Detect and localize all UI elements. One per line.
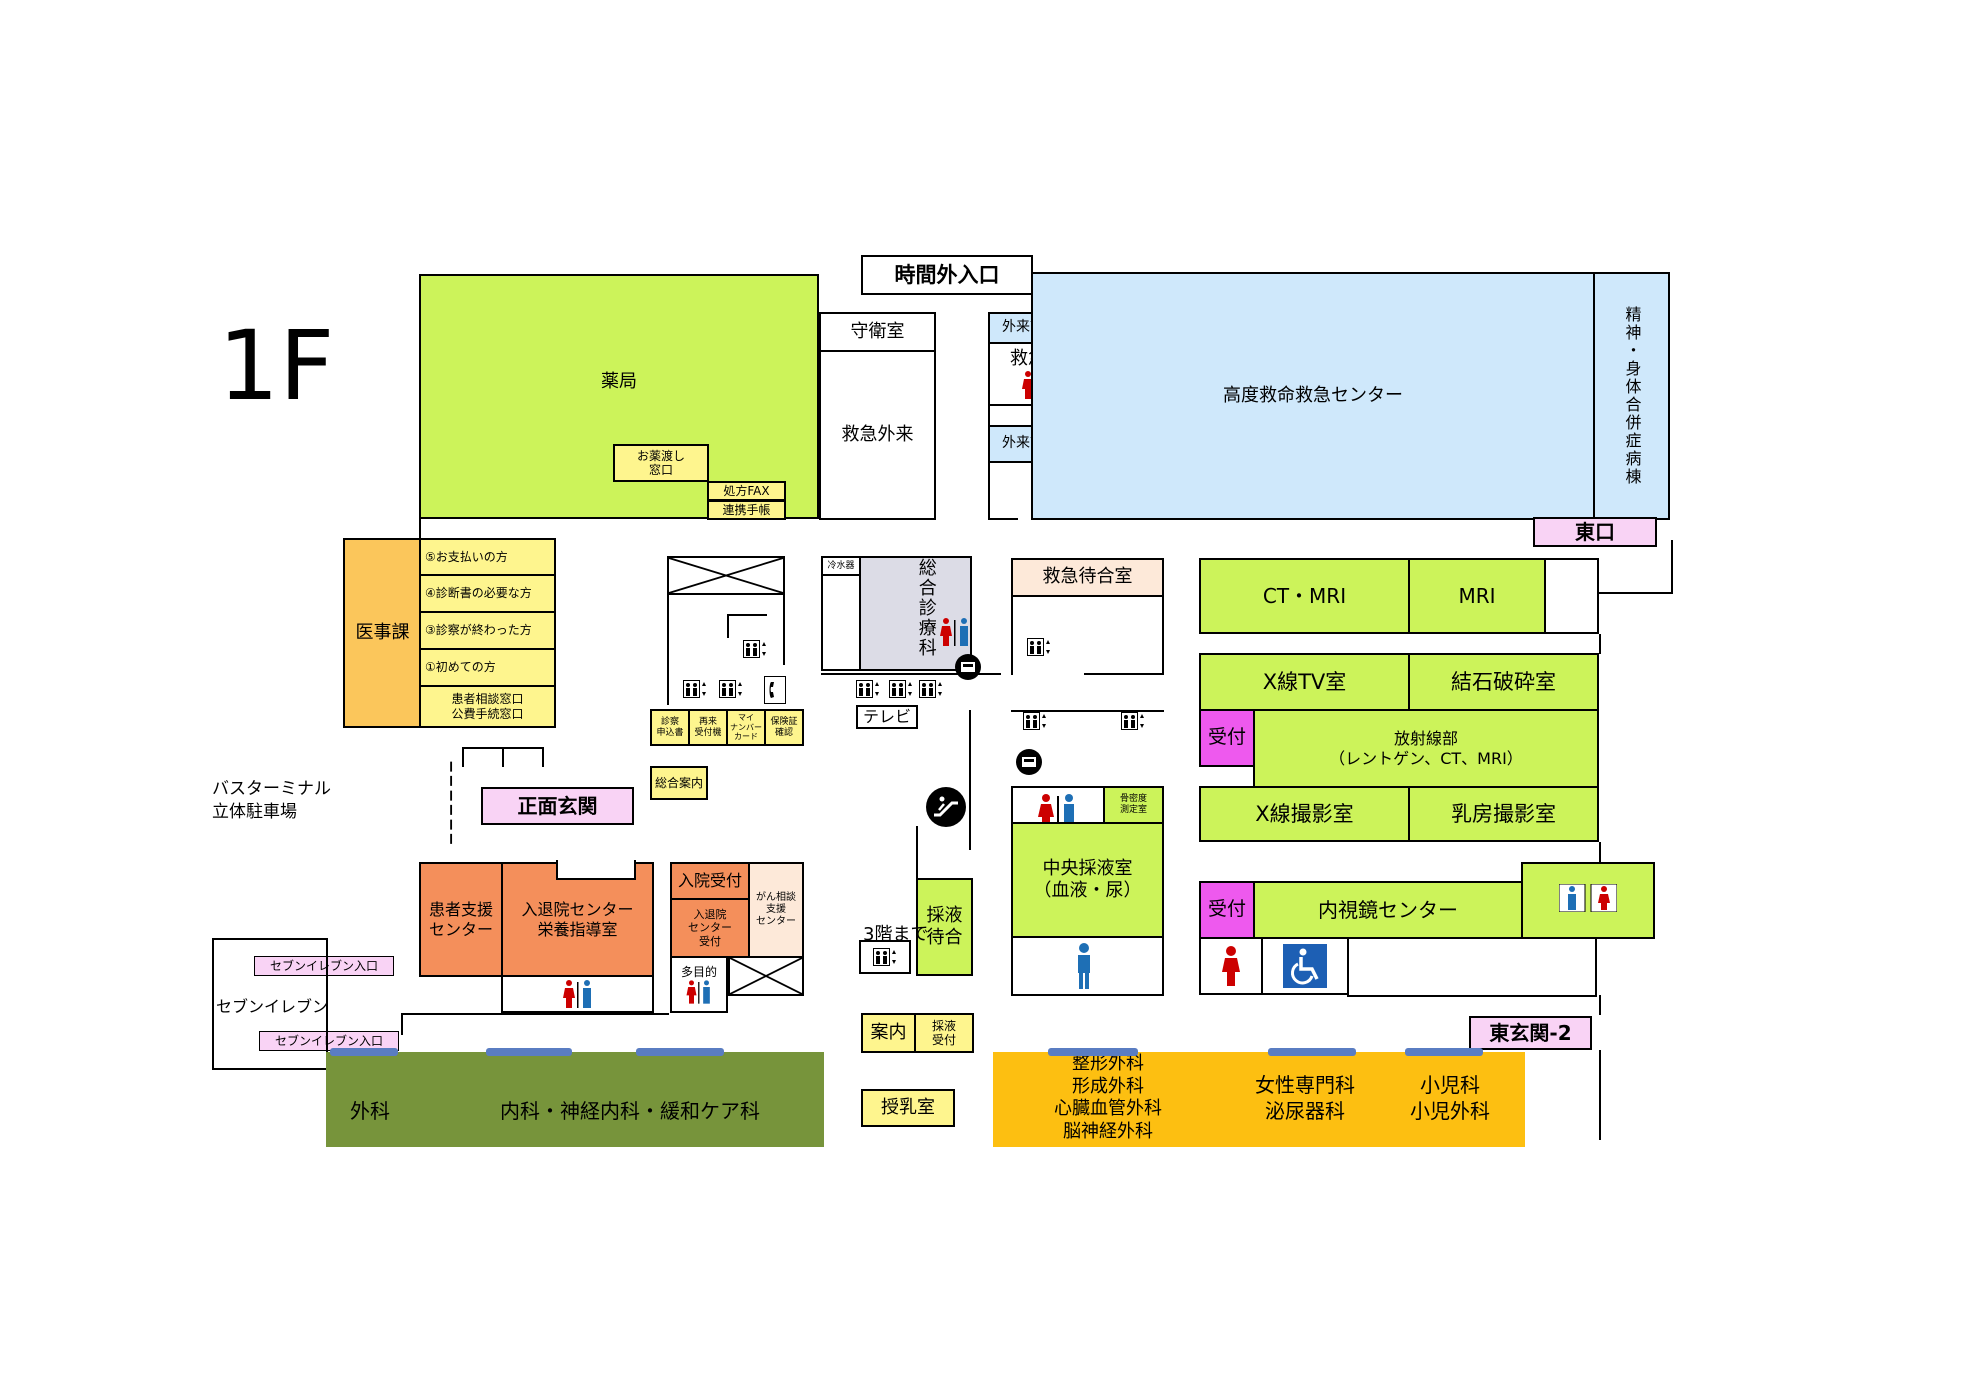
kiosk-4[interactable]: 保険証 確認 <box>764 709 804 746</box>
general-medicine[interactable]: 総合診療科 <box>859 556 972 671</box>
east-entrance[interactable]: 東口 <box>1533 517 1657 547</box>
psych-ward[interactable]: 精神・身体合併症病棟 <box>1593 272 1670 520</box>
elevator-icon <box>873 948 897 966</box>
restroom-admission <box>501 975 654 1013</box>
elevator-icon <box>743 640 767 658</box>
seven-eleven-entrance-1[interactable]: セブンイレブン入口 <box>254 956 394 976</box>
east-entrance-2[interactable]: 東玄関-2 <box>1469 1016 1592 1050</box>
rx-fax: 処方FAX <box>707 481 786 501</box>
medical-affairs[interactable]: 医事課 <box>343 538 422 728</box>
security-room[interactable]: 守衛室 <box>819 312 936 352</box>
nursing-room[interactable]: 授乳室 <box>861 1089 955 1127</box>
female-icon <box>1221 946 1241 986</box>
er-outpatient[interactable]: 救急外来 <box>819 350 936 520</box>
elevator-icon <box>889 680 913 698</box>
kiosk-2[interactable]: 再来 受付機 <box>688 709 728 746</box>
restroom-icon <box>937 618 973 646</box>
mammography-room[interactable]: 乳房撮影室 <box>1408 786 1599 842</box>
women-urology[interactable]: 女性専門科 泌尿器科 <box>1255 1073 1355 1123</box>
floor-label: 1F <box>218 310 335 422</box>
patient-support-center[interactable]: 患者支援 センター <box>419 862 503 977</box>
endoscopy-reception[interactable]: 受付 <box>1199 881 1255 939</box>
guide-desk[interactable]: 案内 <box>861 1013 916 1053</box>
stairwell-1 <box>667 556 785 595</box>
bus-terminal-parking: バスターミナル 立体駐車場 <box>212 779 331 822</box>
internal-medicine-dept[interactable]: 内科・神経内科・緩和ケア科 <box>500 1099 760 1123</box>
collection-reception[interactable]: 採液 受付 <box>914 1013 974 1053</box>
after-hours-entrance[interactable]: 時間外入口 <box>861 255 1033 295</box>
multipurpose-restroom: 多目的 <box>670 956 728 1013</box>
tv-area: テレビ <box>856 705 918 729</box>
advanced-emergency-center[interactable]: 高度救命救急センター <box>1031 272 1595 520</box>
collection-waiting[interactable]: 採液 待合 <box>916 878 973 976</box>
accessible-restroom <box>1261 937 1349 995</box>
admission-center-reception[interactable]: 入退院 センター 受付 <box>670 898 750 958</box>
ct-mri-room[interactable]: CT・MRI <box>1199 558 1410 634</box>
elevator-icon <box>919 680 943 698</box>
elevator-icon <box>719 680 743 698</box>
elevator-icon <box>1023 712 1047 730</box>
bottom-strip-left <box>326 1052 824 1147</box>
admission-notch <box>556 860 636 880</box>
xray-tv-room[interactable]: X線TV室 <box>1199 653 1410 711</box>
door-bar <box>636 1048 724 1056</box>
elevator-icon <box>683 680 707 698</box>
medicine-window[interactable]: お薬渡し 窓口 <box>613 444 709 482</box>
blood-collection[interactable]: 中央採液室 （血液・尿） <box>1011 822 1164 938</box>
er-waiting[interactable]: 救急待合室 <box>1011 558 1164 597</box>
seven-eleven-label: セブンイレブン <box>216 997 329 1016</box>
phone-icon <box>764 676 786 704</box>
desk-1[interactable]: ①初めての方 <box>419 648 556 687</box>
door-bar <box>1268 1048 1356 1056</box>
desk-5[interactable]: ⑤お支払いの方 <box>419 538 556 576</box>
xray-room[interactable]: X線撮影室 <box>1199 786 1410 842</box>
restroom-icon <box>560 980 596 1008</box>
door-bar <box>1405 1048 1483 1056</box>
admission-reception[interactable]: 入院受付 <box>670 862 750 900</box>
desk-4[interactable]: ④診断書の必要な方 <box>419 574 556 613</box>
elevator-icon <box>856 680 880 698</box>
restroom-icon <box>1559 884 1617 912</box>
lithotripsy-room[interactable]: 結石破砕室 <box>1408 653 1599 711</box>
elevator-to-3f <box>859 940 911 974</box>
to-3f-label: 3階まで <box>863 924 929 945</box>
stairwell-2 <box>728 956 804 996</box>
door-bar <box>1048 1048 1138 1056</box>
atm-icon <box>1015 748 1043 776</box>
door-bar <box>330 1048 398 1056</box>
door-arcs: ╎╎╎ <box>444 760 459 846</box>
admission-center[interactable]: 入退院センター 栄養指導室 <box>501 862 654 977</box>
wheelchair-icon <box>1283 944 1327 988</box>
bottom-strip-right <box>993 1052 1525 1147</box>
escalator-icon[interactable] <box>925 786 967 828</box>
atm-icon <box>954 653 982 681</box>
mri-room[interactable]: MRI <box>1408 558 1546 634</box>
radiology-reception[interactable]: 受付 <box>1199 709 1255 767</box>
seven-eleven-entrance-2[interactable]: セブンイレブン入口 <box>259 1031 399 1051</box>
orthopedics-group[interactable]: 整形外科 形成外科 心臓血管外科 脳神経外科 <box>1054 1053 1162 1142</box>
bone-density-room[interactable]: 骨密度 測定室 <box>1103 786 1164 824</box>
east-corridor-box <box>1544 558 1599 634</box>
endoscopy-center[interactable]: 内視鏡センター <box>1253 881 1523 939</box>
info-center[interactable]: 総合案内 <box>650 766 708 800</box>
elevator-icon <box>1027 638 1051 656</box>
restroom-icon <box>684 980 714 1004</box>
desk-3[interactable]: ③診察が終わった方 <box>419 611 556 650</box>
kiosk-1[interactable]: 診察 申込書 <box>650 709 690 746</box>
surgery-dept[interactable]: 外科 <box>350 1099 390 1123</box>
male-icon <box>1074 943 1094 989</box>
water-cooler: 冷水器 <box>821 556 861 576</box>
elevator-icon <box>1121 712 1145 730</box>
liaison-book: 連携手帳 <box>707 500 786 520</box>
endoscopy-restroom <box>1521 862 1655 939</box>
pediatrics[interactable]: 小児科 小児外科 <box>1410 1073 1490 1123</box>
main-entrance[interactable]: 正面玄関 <box>481 787 634 825</box>
kiosk-3[interactable]: マイ ナンバー カード <box>726 709 766 746</box>
female-restroom <box>1199 937 1263 995</box>
cancer-support-center[interactable]: がん相談 支援 センター <box>748 862 804 958</box>
radiology-dept[interactable]: 放射線部 （レントゲン、CT、MRI） <box>1253 709 1599 788</box>
consult-window[interactable]: 患者相談窓口 公費手続窓口 <box>419 685 556 728</box>
door-bar <box>486 1048 572 1056</box>
